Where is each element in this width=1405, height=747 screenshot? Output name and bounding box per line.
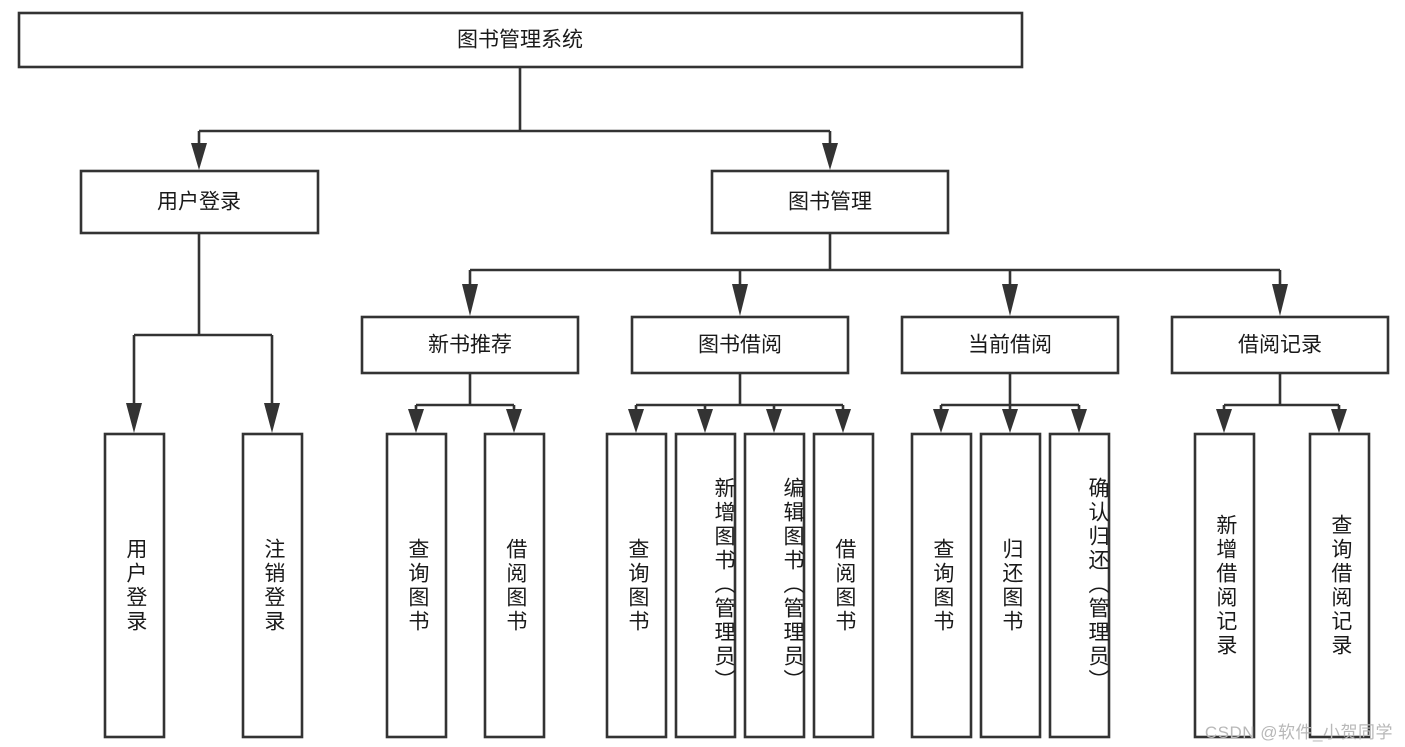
watermark-text: CSDN @软件_小贺同学 [1204, 723, 1393, 742]
node-leaf-add-book-box[interactable] [674, 432, 737, 739]
arrowhead-leaf-add-book [697, 409, 713, 433]
arrowhead-leaf-return-book [1002, 409, 1018, 433]
arrowhead-leaf-edit-book [766, 409, 782, 433]
node-user-login-label: 用户登录 [157, 191, 241, 214]
node-book-borrow-box[interactable] [630, 315, 850, 375]
arrowhead-leaf-add-record [1216, 409, 1232, 433]
node-leaf-borrow-book-2-box[interactable] [812, 432, 875, 739]
node-borrow-record-box[interactable] [1170, 315, 1390, 375]
node-root-box[interactable] [17, 11, 1024, 69]
node-leaf-user-logout-box[interactable] [241, 432, 304, 739]
node-leaf-add-record-box[interactable] [1193, 432, 1256, 739]
node-root-label: 图书管理系统 [457, 29, 583, 52]
node-leaf-edit-book-box[interactable] [743, 432, 806, 739]
arrowhead-new-book-recommend [462, 284, 478, 316]
arrowhead-leaf-user-logout [264, 403, 280, 433]
node-new-book-recommend-box[interactable] [360, 315, 580, 375]
arrowhead-leaf-query-record [1331, 409, 1347, 433]
node-leaf-query-book-1-box[interactable] [385, 432, 448, 739]
node-leaf-query-book-2-box[interactable] [605, 432, 668, 739]
node-new-book-recommend-label: 新书推荐 [428, 334, 512, 357]
node-leaf-borrow-book-1-box[interactable] [483, 432, 546, 739]
arrowhead-current-borrow [1002, 284, 1018, 316]
node-leaf-confirm-return-box[interactable] [1048, 432, 1111, 739]
node-current-borrow-label: 当前借阅 [968, 334, 1052, 357]
node-leaf-query-record-box[interactable] [1308, 432, 1371, 739]
arrowhead-leaf-query-book-2 [628, 409, 644, 433]
arrowhead-book-borrow [732, 284, 748, 316]
connector-layer [126, 68, 1347, 433]
arrowhead-leaf-confirm-return [1071, 409, 1087, 433]
arrowhead-book-manage [822, 143, 838, 170]
node-leaf-user-login-box[interactable] [103, 432, 166, 739]
node-layer: 图书管理系统 用户登录 图书管理 新书推荐 图书借阅 当前借阅 借阅记录 [17, 11, 1390, 739]
arrowhead-leaf-query-book-3 [933, 409, 949, 433]
node-leaf-query-book-3-box[interactable] [910, 432, 973, 739]
node-book-borrow-label: 图书借阅 [698, 334, 782, 357]
node-book-manage-label: 图书管理 [788, 191, 872, 214]
node-current-borrow-box[interactable] [900, 315, 1120, 375]
arrowhead-leaf-borrow-book-2 [835, 409, 851, 433]
node-leaf-return-book-box[interactable] [979, 432, 1042, 739]
node-book-manage-box[interactable] [710, 169, 950, 235]
arrowhead-leaf-borrow-book-1 [506, 409, 522, 433]
node-user-login-box[interactable] [79, 169, 320, 235]
node-borrow-record-label: 借阅记录 [1238, 334, 1322, 357]
arrowhead-user-login [191, 143, 207, 170]
arrowhead-leaf-user-login [126, 403, 142, 433]
arrowhead-leaf-query-book-1 [408, 409, 424, 433]
arrowhead-borrow-record [1272, 284, 1288, 316]
